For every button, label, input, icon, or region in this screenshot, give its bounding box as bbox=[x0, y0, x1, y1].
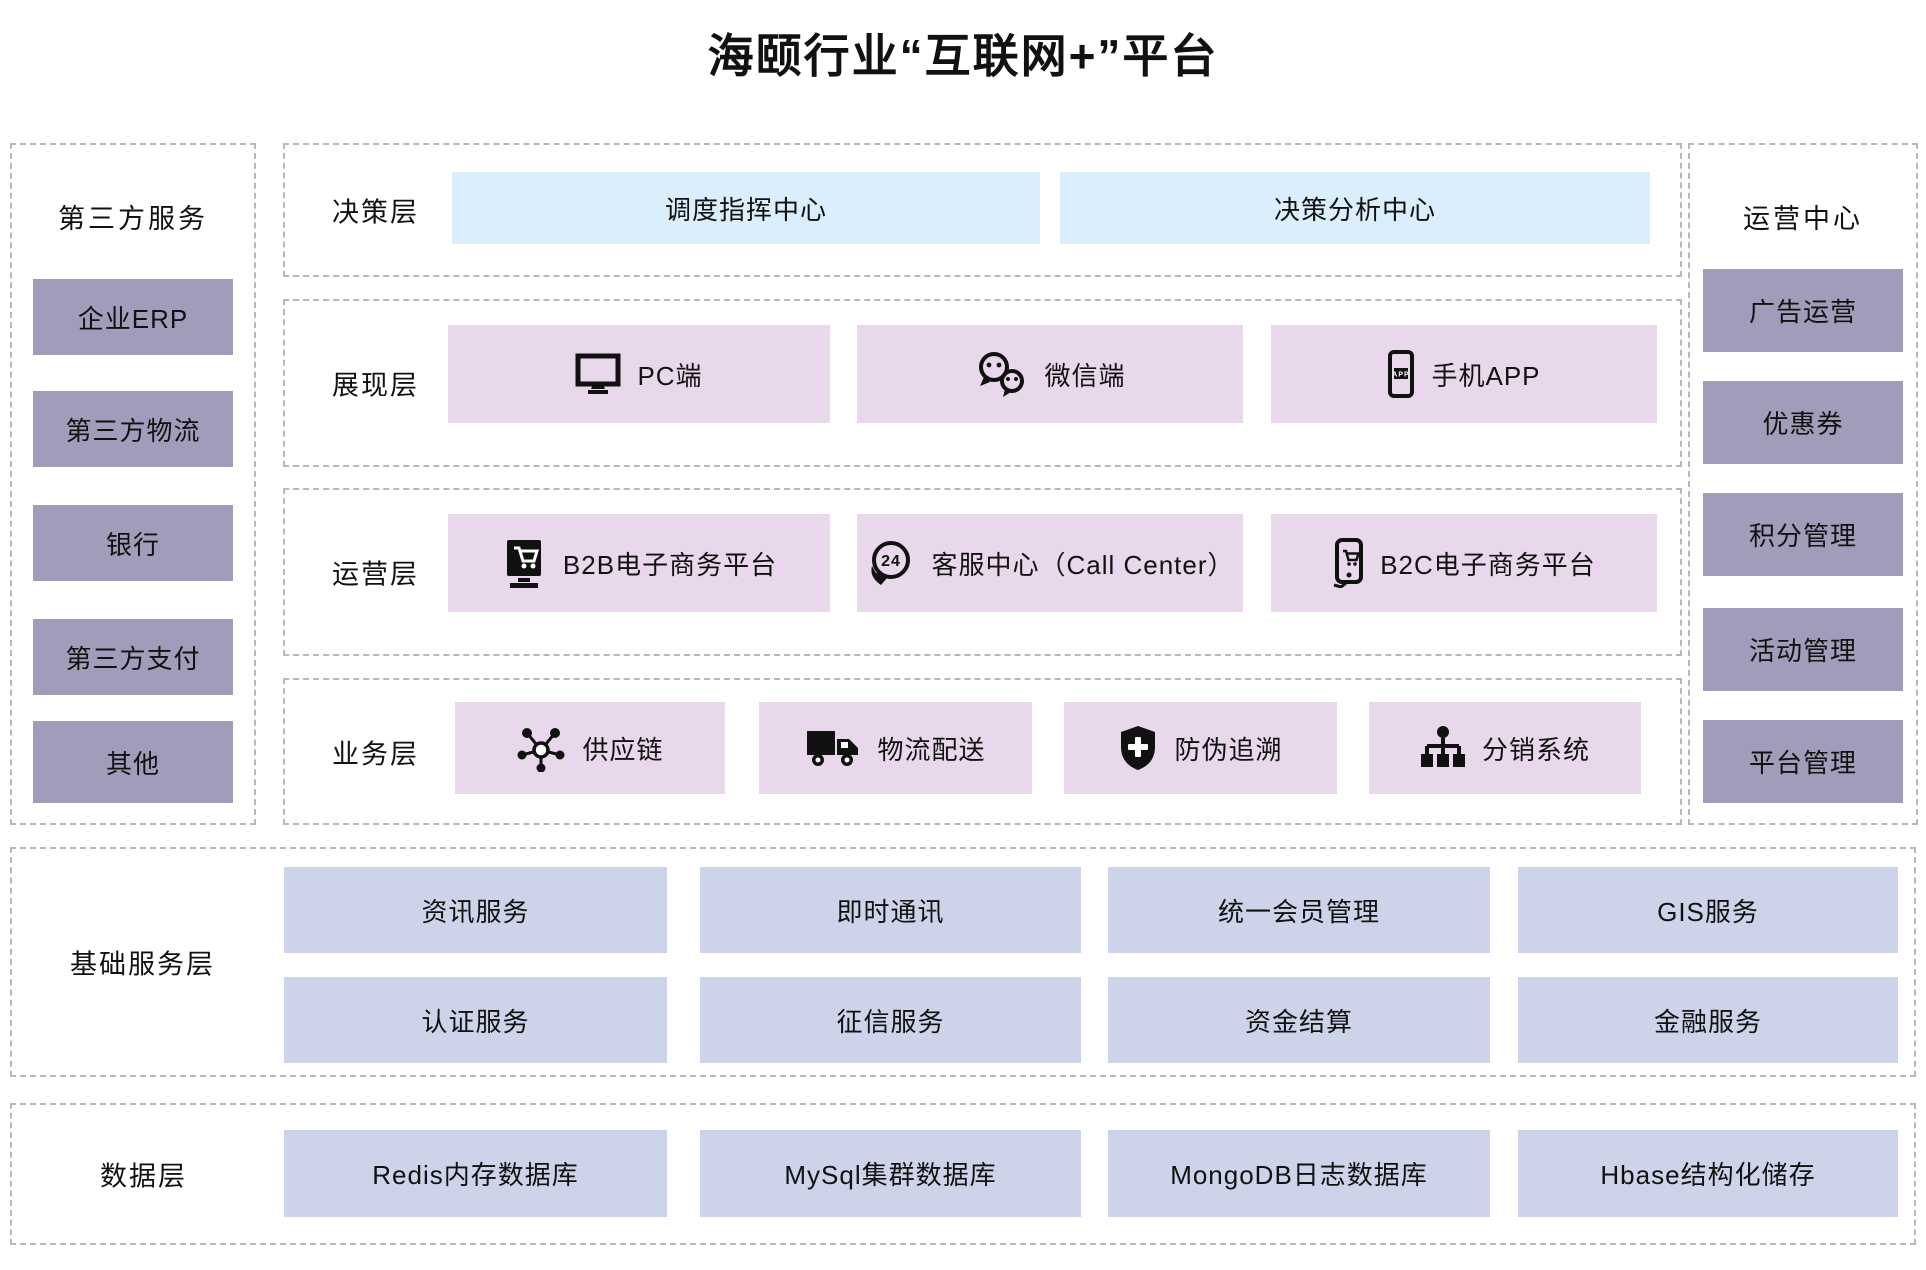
base-service-layer-label: 基础服务层 bbox=[70, 949, 215, 980]
operation-item-coupon: 优惠券 bbox=[1703, 381, 1903, 464]
decision-layer-panel: 决策层 调度指挥中心 决策分析中心 bbox=[283, 143, 1682, 277]
third-party-item-logistics: 第三方物流 bbox=[33, 391, 233, 467]
base-service-item-im: 即时通讯 bbox=[700, 867, 1081, 953]
presentation-layer-panel: 展现层 PC端 微信端 APP 手机APP bbox=[283, 299, 1682, 467]
operation-center-panel: 运营中心 广告运营 优惠券 积分管理 活动管理 平台管理 bbox=[1688, 143, 1918, 825]
third-party-item-payment: 第三方支付 bbox=[33, 619, 233, 695]
data-item-mongodb: MongoDB日志数据库 bbox=[1108, 1130, 1490, 1217]
data-layer-label: 数据层 bbox=[100, 1161, 187, 1192]
business-item-label: 物流配送 bbox=[877, 734, 986, 765]
operation-item-platform: 平台管理 bbox=[1703, 720, 1903, 803]
business-item-label: 防伪追溯 bbox=[1174, 734, 1283, 765]
business-layer-label: 业务层 bbox=[332, 739, 419, 769]
presentation-item-wechat: 微信端 bbox=[857, 325, 1243, 423]
mobile-app-icon: APP bbox=[1387, 350, 1415, 398]
presentation-item-pc: PC端 bbox=[448, 325, 830, 423]
operation-item-label: B2B电子商务平台 bbox=[562, 549, 778, 580]
decision-item-dispatch-center: 调度指挥中心 bbox=[452, 172, 1040, 244]
monitor-icon bbox=[575, 353, 621, 395]
delivery-truck-icon bbox=[805, 727, 861, 769]
business-item-label: 供应链 bbox=[582, 734, 664, 765]
presentation-item-label: 微信端 bbox=[1044, 360, 1126, 391]
svg-text:24: 24 bbox=[882, 553, 902, 570]
operation-item-campaign: 活动管理 bbox=[1703, 608, 1903, 691]
business-item-label: 分销系统 bbox=[1481, 734, 1590, 765]
b2c-ecommerce-icon bbox=[1332, 538, 1364, 588]
base-service-item-auth: 认证服务 bbox=[284, 977, 667, 1063]
base-service-item-member: 统一会员管理 bbox=[1108, 867, 1490, 953]
data-item-redis: Redis内存数据库 bbox=[284, 1130, 667, 1217]
presentation-item-label: PC端 bbox=[637, 360, 703, 391]
b2b-ecommerce-icon bbox=[501, 538, 547, 588]
operation-item-points: 积分管理 bbox=[1703, 493, 1903, 576]
supply-chain-icon bbox=[516, 724, 566, 772]
operation-layer-panel: 运营层 B2B电子商务平台 24 客服中心（Call Center） B2C电子… bbox=[283, 488, 1682, 656]
base-service-item-news: 资讯服务 bbox=[284, 867, 667, 953]
operation-item-b2c: B2C电子商务平台 bbox=[1271, 514, 1657, 612]
base-service-item-credit: 征信服务 bbox=[700, 977, 1081, 1063]
operation-item-label: 客服中心（Call Center） bbox=[931, 549, 1235, 580]
data-item-hbase: Hbase结构化储存 bbox=[1518, 1130, 1898, 1217]
base-service-item-settlement: 资金结算 bbox=[1108, 977, 1490, 1063]
presentation-item-label: 手机APP bbox=[1431, 360, 1541, 391]
base-service-layer-panel: 基础服务层 资讯服务 即时通讯 统一会员管理 GIS服务 认证服务 征信服务 资… bbox=[10, 847, 1916, 1077]
operation-layer-label: 运营层 bbox=[332, 559, 419, 590]
operation-item-label: B2C电子商务平台 bbox=[1380, 549, 1596, 580]
business-item-distribution: 分销系统 bbox=[1369, 702, 1641, 794]
third-party-services-panel: 第三方服务 企业ERP 第三方物流 银行 第三方支付 其他 bbox=[10, 143, 256, 825]
data-item-mysql: MySql集群数据库 bbox=[700, 1130, 1081, 1217]
distribution-system-icon bbox=[1420, 724, 1466, 772]
operation-center-title: 运营中心 bbox=[1743, 204, 1863, 234]
third-party-item-erp: 企业ERP bbox=[33, 279, 233, 355]
base-service-item-gis: GIS服务 bbox=[1518, 867, 1898, 953]
svg-text:APP: APP bbox=[1393, 372, 1410, 379]
operation-item-b2b: B2B电子商务平台 bbox=[448, 514, 830, 612]
page-title: 海颐行业“互联网+”平台 bbox=[707, 30, 1219, 82]
callcenter-24h-icon: 24 bbox=[865, 538, 915, 588]
operation-item-callcenter: 24 客服中心（Call Center） bbox=[857, 514, 1243, 612]
third-party-item-bank: 银行 bbox=[33, 505, 233, 581]
business-layer-panel: 业务层 供应链 物流配送 防伪追溯 分销系统 bbox=[283, 678, 1682, 825]
wechat-icon bbox=[974, 351, 1028, 397]
presentation-layer-label: 展现层 bbox=[332, 370, 419, 401]
business-item-logistics: 物流配送 bbox=[759, 702, 1032, 794]
decision-layer-label: 决策层 bbox=[332, 197, 419, 228]
business-item-supply-chain: 供应链 bbox=[455, 702, 725, 794]
decision-item-analysis-center: 决策分析中心 bbox=[1060, 172, 1650, 244]
third-party-item-other: 其他 bbox=[33, 721, 233, 803]
data-layer-panel: 数据层 Redis内存数据库 MySql集群数据库 MongoDB日志数据库 H… bbox=[10, 1103, 1916, 1245]
anti-counterfeit-shield-icon bbox=[1118, 724, 1158, 772]
business-item-anti-counterfeit: 防伪追溯 bbox=[1064, 702, 1337, 794]
base-service-item-finance: 金融服务 bbox=[1518, 977, 1898, 1063]
third-party-services-title: 第三方服务 bbox=[58, 204, 208, 234]
operation-item-ads: 广告运营 bbox=[1703, 269, 1903, 352]
presentation-item-mobile-app: APP 手机APP bbox=[1271, 325, 1657, 423]
